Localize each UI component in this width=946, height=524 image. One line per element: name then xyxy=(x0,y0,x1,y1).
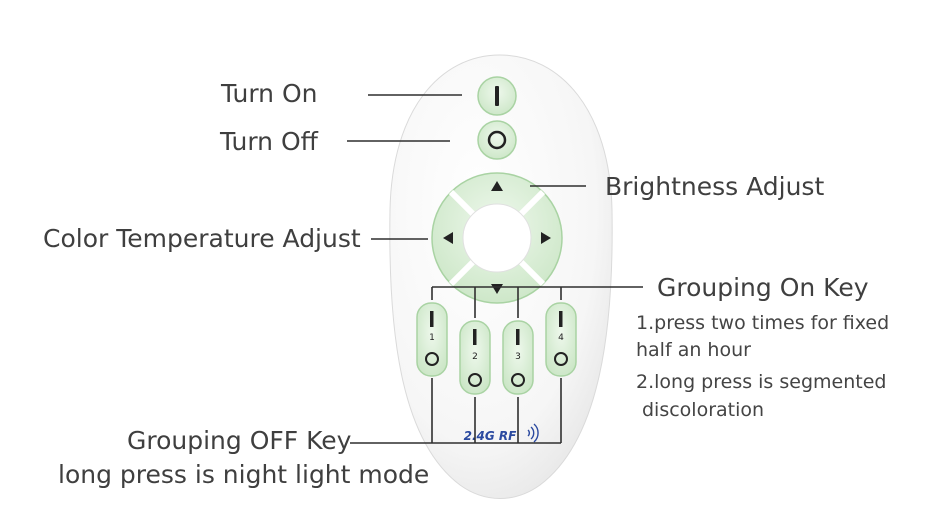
group-key-4[interactable] xyxy=(545,302,577,377)
grouping-off-note: long press is night light mode xyxy=(58,460,430,489)
power-off-button[interactable] xyxy=(477,120,517,160)
grouping-on-note-1a: 1.press two times for fixed xyxy=(636,312,890,334)
turn-off-label: Turn Off xyxy=(220,127,318,156)
group-key-1[interactable] xyxy=(416,302,448,377)
dpad xyxy=(431,172,563,304)
grouping-off-label: Grouping OFF Key xyxy=(127,426,352,455)
wireless-icon xyxy=(527,423,539,443)
group-key-3[interactable] xyxy=(502,320,534,395)
turn-on-label: Turn On xyxy=(221,79,318,108)
color-temp-right-arrow-icon[interactable] xyxy=(541,232,551,244)
brightness-label: Brightness Adjust xyxy=(605,172,825,201)
group-key-2[interactable] xyxy=(459,320,491,395)
power-on-button[interactable] xyxy=(477,76,517,116)
group-key-4-number: 4 xyxy=(558,333,564,343)
grouping-on-label: Grouping On Key xyxy=(657,273,869,302)
grouping-on-note-2a: 2.long press is segmented xyxy=(636,371,887,393)
brightness-up-arrow-icon[interactable] xyxy=(491,181,503,191)
brand-text: 2.4G RF xyxy=(464,429,518,443)
color-temp-label: Color Temperature Adjust xyxy=(43,224,361,253)
group-key-2-number: 2 xyxy=(472,352,478,362)
grouping-on-note-1b: half an hour xyxy=(636,339,751,361)
leader-lines xyxy=(347,94,643,444)
color-temp-left-arrow-icon[interactable] xyxy=(443,232,453,244)
group-key-1-number: 1 xyxy=(429,333,435,343)
grouping-on-note-2b: discoloration xyxy=(642,399,765,421)
group-key-3-number: 3 xyxy=(515,352,521,362)
